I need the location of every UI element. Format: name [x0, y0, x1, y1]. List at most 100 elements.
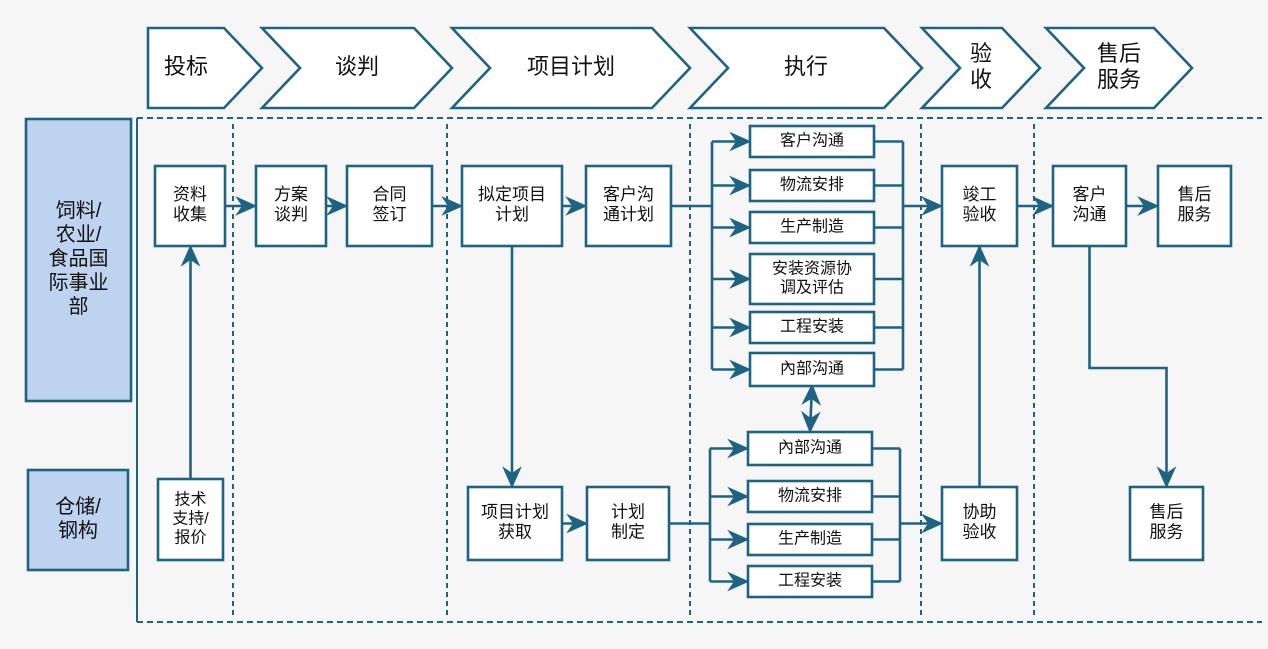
node-box: [746, 522, 874, 557]
process-node-exec-engineering-install[interactable]: 工程安装: [748, 310, 876, 345]
node-box: [748, 310, 876, 345]
process-node-assist-acceptance[interactable]: 协助验收: [940, 485, 1019, 562]
conn-internalcomm-bidirectional: [801, 383, 822, 434]
node-label-exec-customer-comm: 客户沟通: [780, 132, 844, 150]
node-label-exec2-manufacturing: 生产制造: [778, 530, 842, 548]
node-label-assist-acceptance: 协助验收: [963, 503, 997, 542]
node-label-contract-signing: 合同签订: [373, 185, 407, 224]
node-box: [940, 164, 1019, 248]
process-node-exec-install-resource[interactable]: 安装资源协调及评估: [748, 252, 876, 306]
phase-label-negotiation: 谈判: [335, 54, 379, 79]
lane-separators: [136, 117, 1262, 623]
phase-label-execution: 执行: [784, 54, 828, 79]
process-node-contract-signing[interactable]: 合同签订: [345, 164, 434, 248]
node-label-exec2-logistics: 物流安排: [778, 487, 842, 505]
node-box: [460, 164, 564, 248]
phase-label-after-sales: 售后服务: [1097, 41, 1141, 92]
process-node-get-project-plan[interactable]: 项目计划获取: [466, 485, 564, 562]
process-node-post-customer-comm[interactable]: 客户沟通: [1051, 164, 1128, 248]
lane-label-warehouse-steel[interactable]: 仓储/钢构: [26, 468, 130, 572]
chevron-shape: [918, 26, 1042, 110]
node-box: [156, 477, 225, 562]
node-label-post-customer-comm: 客户沟通: [1073, 185, 1107, 224]
node-label-exec-install-resource: 安装资源协调及评估: [772, 260, 852, 297]
process-node-after-sales-service-top[interactable]: 售后服务: [1156, 164, 1233, 248]
node-label-exec2-internal-comm: 內部沟通: [778, 439, 842, 457]
node-label-exec-internal-comm: 內部沟通: [780, 360, 844, 378]
process-node-exec-logistics[interactable]: 物流安排: [748, 168, 876, 203]
node-label-tech-support-quote: 技术支持/报价: [172, 491, 209, 547]
phase-banner-acceptance[interactable]: 验收: [918, 26, 1042, 110]
conn-customercomm-to-aftersales-bottom: [1088, 246, 1177, 489]
node-box: [584, 164, 673, 248]
node-label-scheme-negotiation: 方案谈判: [274, 185, 308, 224]
process-node-exec2-manufacturing[interactable]: 生产制造: [746, 522, 874, 557]
node-box: [748, 351, 876, 388]
process-node-after-sales-service-bottom[interactable]: 售后服务: [1128, 485, 1205, 562]
node-box: [746, 564, 874, 599]
node-label-data-collection: 资料收集: [173, 185, 207, 224]
process-node-data-collection[interactable]: 资料收集: [153, 164, 227, 248]
node-label-completion-acceptance: 竣工验收: [963, 185, 997, 224]
process-node-group: 资料收集方案谈判合同签订拟定项目计划客户沟通计划客户沟通物流安排生产制造安装资源…: [153, 124, 1233, 599]
node-label-exec-logistics: 物流安排: [780, 176, 844, 194]
process-node-tech-support-quote[interactable]: 技术支持/报价: [156, 477, 225, 562]
node-box: [1156, 164, 1233, 248]
process-node-exec-customer-comm[interactable]: 客户沟通: [748, 124, 876, 159]
phase-label-project-plan: 项目计划: [527, 54, 615, 79]
node-label-plan-formulation: 计划制定: [611, 503, 645, 542]
chevron-shape: [1042, 26, 1194, 110]
process-node-exec2-logistics[interactable]: 物流安排: [746, 479, 874, 514]
connectors: [180, 131, 1177, 592]
node-label-draft-project-plan: 拟定项目计划: [478, 185, 546, 224]
chevron-shape: [258, 26, 454, 110]
process-node-exec2-engineering-install[interactable]: 工程安装: [746, 564, 874, 599]
node-label-exec2-engineering-install: 工程安装: [778, 572, 842, 590]
chevron-shape: [146, 26, 264, 110]
node-box: [345, 164, 434, 248]
lane-box: [26, 468, 130, 572]
phase-banner-project-plan[interactable]: 项目计划: [448, 26, 692, 110]
phase-banner-group: 投标 谈判 项目计划 执行 验收 售后服务: [146, 26, 1194, 110]
process-node-exec-manufacturing[interactable]: 生产制造: [748, 210, 876, 245]
node-box: [254, 164, 328, 248]
phase-label-bid: 投标: [164, 54, 208, 79]
process-node-completion-acceptance[interactable]: 竣工验收: [940, 164, 1019, 248]
process-node-draft-project-plan[interactable]: 拟定项目计划: [460, 164, 564, 248]
chevron-shape: [448, 26, 692, 110]
lane-title-warehouse-steel: 仓储/钢构: [55, 495, 101, 542]
node-label-after-sales-service-bottom: 售后服务: [1150, 503, 1184, 542]
process-node-plan-formulation[interactable]: 计划制定: [585, 485, 671, 562]
node-label-get-project-plan: 项目计划获取: [481, 503, 549, 542]
node-label-customer-comm-plan: 客户沟通计划: [603, 185, 654, 224]
node-box: [466, 485, 564, 562]
process-node-exec2-internal-comm[interactable]: 內部沟通: [746, 430, 874, 467]
phase-banner-execution[interactable]: 执行: [686, 26, 924, 110]
node-box: [748, 124, 876, 159]
phase-banner-negotiation[interactable]: 谈判: [258, 26, 454, 110]
node-box: [748, 252, 876, 306]
node-label-exec-manufacturing: 生产制造: [780, 218, 844, 236]
node-box: [940, 485, 1019, 562]
chevron-shape: [686, 26, 924, 110]
process-node-scheme-negotiation[interactable]: 方案谈判: [254, 164, 328, 248]
phase-banner-bid[interactable]: 投标: [146, 26, 264, 110]
node-box: [1128, 485, 1205, 562]
node-box: [746, 430, 874, 467]
phase-banner-after-sales[interactable]: 售后服务: [1042, 26, 1194, 110]
node-box: [746, 479, 874, 514]
node-box: [153, 164, 227, 248]
lane-title-feed-agri-food: 饲料/农业/食品国际事业部: [49, 199, 109, 318]
process-node-customer-comm-plan[interactable]: 客户沟通计划: [584, 164, 673, 248]
node-box: [748, 210, 876, 245]
node-box: [585, 485, 671, 562]
process-node-exec-internal-comm[interactable]: 內部沟通: [748, 351, 876, 388]
node-label-exec-engineering-install: 工程安装: [780, 318, 844, 336]
node-label-after-sales-service-top: 售后服务: [1178, 185, 1212, 224]
node-box: [748, 168, 876, 203]
phase-label-acceptance: 验收: [970, 41, 992, 92]
lane-label-feed-agri-food[interactable]: 饲料/农业/食品国际事业部: [24, 117, 133, 403]
